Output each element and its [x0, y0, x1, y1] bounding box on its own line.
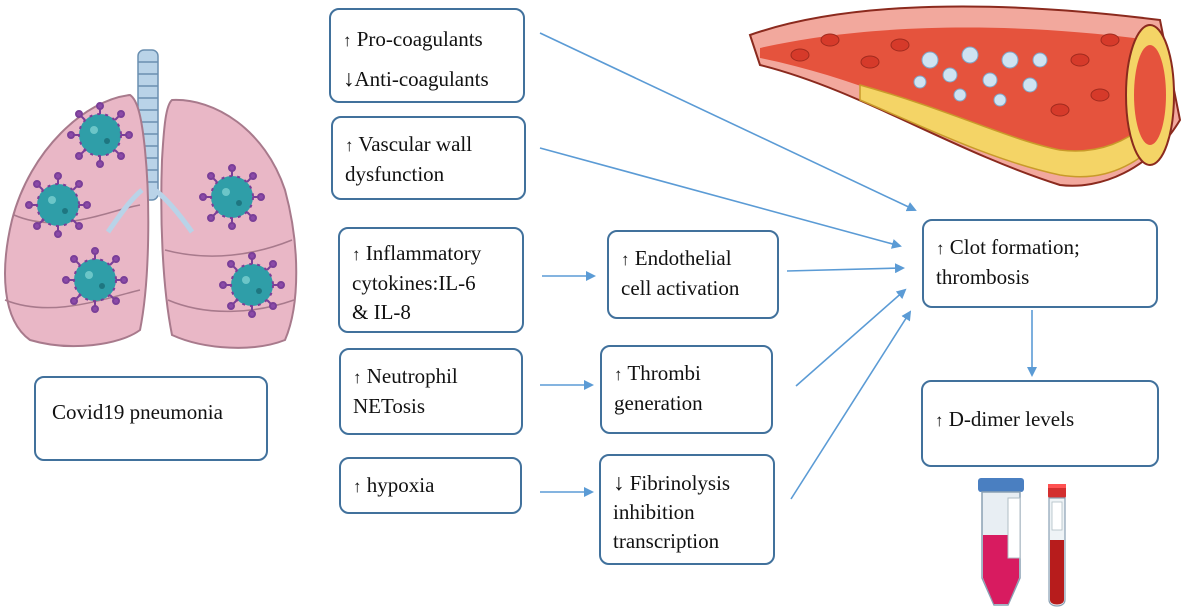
hypoxia-box: ↑ hypoxia — [339, 457, 522, 514]
vascular-label-1: Vascular wall — [358, 132, 473, 156]
thrombi-label-2: generation — [614, 391, 703, 415]
vascular-wall-box: ↑ Vascular wall dysfunction — [331, 116, 526, 200]
arrow-vascular-to-clot — [539, 147, 902, 249]
up-arrow-icon: ↑ — [343, 31, 352, 50]
fibrinolysis-label-2: inhibition — [613, 500, 695, 524]
covid-label: Covid19 pneumonia — [52, 400, 223, 424]
clot-label-2: thrombosis — [936, 265, 1030, 289]
arrow-fibrinolysis-to-clot — [790, 310, 912, 500]
fibrinolysis-label-3: transcription — [613, 529, 720, 553]
cytokines-label-2: cytokines:IL-6 — [352, 271, 476, 295]
clot-formation-box: ↑ Clot formation; thrombosis — [922, 219, 1158, 308]
up-arrow-icon: ↑ — [935, 411, 944, 430]
ddimer-box: ↑ D-dimer levels — [921, 380, 1159, 467]
fibrinolysis-box: ↓ Fibrinolysis inhibition transcription — [599, 454, 775, 565]
down-arrow-icon: ↓ — [613, 470, 625, 495]
down-arrow-icon: ↓ — [343, 66, 355, 91]
vascular-label-2: dysfunction — [345, 162, 445, 186]
arrow-procoag-to-clot — [539, 32, 917, 212]
up-arrow-icon: ↑ — [621, 250, 630, 269]
thrombi-label-1: Thrombi — [627, 361, 701, 385]
thrombi-box: ↑ Thrombi generation — [600, 345, 773, 434]
cytokines-box: ↑ Inflammatory cytokines:IL-6 & IL-8 — [338, 227, 524, 333]
cytokines-label-1: Inflammatory — [365, 241, 482, 265]
arrow-thrombi-to-clot — [795, 288, 907, 387]
hypoxia-label: hypoxia — [366, 473, 435, 497]
vessel-illustration — [748, 5, 1182, 187]
covid-pneumonia-box: Covid19 pneumonia — [34, 376, 268, 461]
endothelial-label-2: cell activation — [621, 276, 740, 300]
clot-label-1: Clot formation; — [949, 235, 1080, 259]
up-arrow-icon: ↑ — [353, 368, 362, 387]
neutrophil-label-2: NETosis — [353, 394, 426, 418]
up-arrow-icon: ↑ — [353, 477, 362, 496]
endothelial-label-1: Endothelial — [634, 246, 732, 270]
up-arrow-icon: ↑ — [936, 239, 945, 258]
tubes-illustration — [978, 478, 1066, 607]
flow-arrows — [539, 32, 1037, 500]
cytokines-label-3: & IL-8 — [352, 300, 411, 324]
neutrophil-box: ↑ Neutrophil NETosis — [339, 348, 523, 435]
neutrophil-label-1: Neutrophil — [366, 364, 458, 388]
procoagulants-box: ↑ Pro-coagulants ↓Anti-coagulants — [329, 8, 525, 103]
anticoagulants-label: Anti-coagulants — [354, 67, 489, 91]
ddimer-label: D-dimer levels — [948, 407, 1075, 431]
endothelial-box: ↑ Endothelial cell activation — [607, 230, 779, 319]
fibrinolysis-label-1: Fibrinolysis — [629, 471, 731, 495]
arrow-endothelial-to-clot — [786, 263, 905, 274]
lungs-illustration — [4, 49, 298, 349]
up-arrow-icon: ↑ — [614, 365, 623, 384]
procoagulants-label: Pro-coagulants — [356, 27, 483, 51]
up-arrow-icon: ↑ — [352, 245, 361, 264]
up-arrow-icon: ↑ — [345, 136, 354, 155]
